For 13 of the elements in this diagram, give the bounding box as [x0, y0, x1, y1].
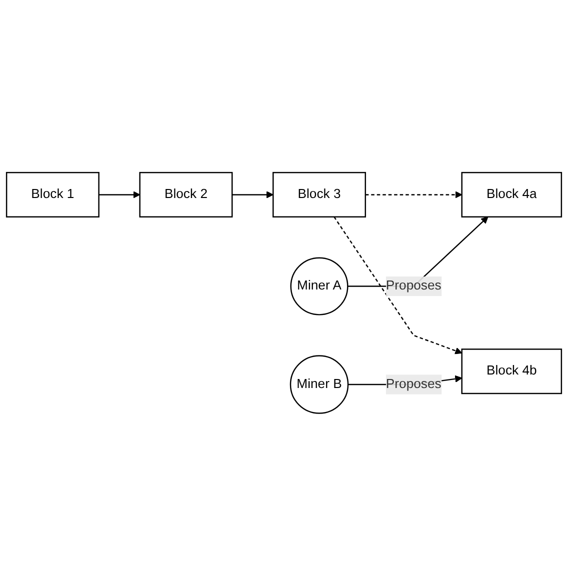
node-box: Block 2 — [139, 172, 233, 218]
arrow — [334, 216, 462, 354]
node-box: Block 3 — [272, 172, 366, 218]
edge-label: Proposes — [386, 278, 442, 293]
node-box: Block 4b — [461, 348, 562, 394]
node-circle: Miner A — [290, 257, 348, 316]
arrow — [365, 191, 462, 198]
arrow — [232, 191, 274, 198]
node-circle: Miner B — [290, 355, 349, 414]
edge-label: Proposes — [386, 377, 442, 392]
arrow — [98, 191, 140, 198]
node-box: Block 4a — [461, 172, 562, 218]
node-box: Block 1 — [6, 172, 100, 218]
